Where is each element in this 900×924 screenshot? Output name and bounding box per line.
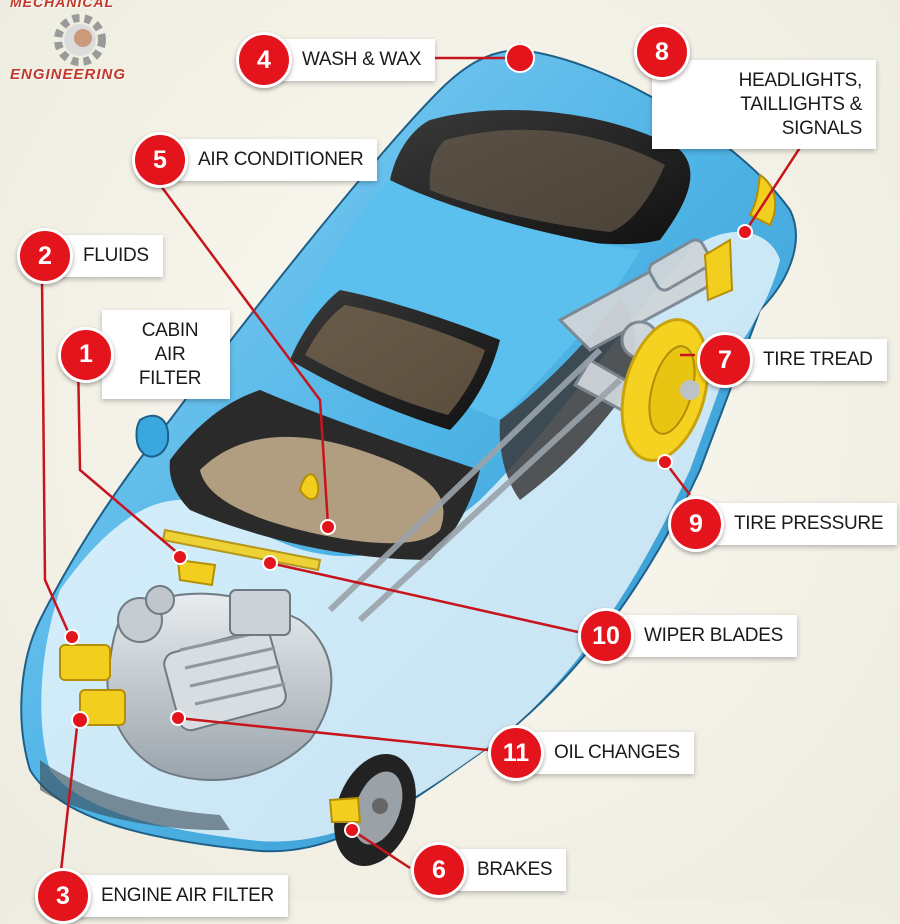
callout-5: 5 AIR CONDITIONER [132,132,378,188]
callout-badge: 3 [35,868,91,924]
callout-label: TIRE TREAD [741,339,887,381]
leader-line-10 [269,561,579,634]
logo-top-text: MECHANICAL [10,0,115,10]
leader-line-5 [156,181,330,526]
callout-label: FLUIDS [61,235,163,277]
side-mirror [135,414,170,458]
gear-icon [54,14,106,66]
callout-label: AIR CONDITIONER [176,139,378,181]
callout-badge: 10 [578,608,634,664]
front-grille [40,760,230,831]
callout-label: WIPER BLADES [622,615,797,657]
callout-badge: 1 [58,326,114,383]
leader-line-3 [58,717,80,881]
callout-8: 8 HEADLIGHTS, TAILLIGHTS & SIGNALS [634,24,876,150]
callout-label: WASH & WAX [280,39,436,81]
callout-badge: 6 [411,842,467,898]
callout-badge: 8 [634,24,690,80]
callout-7: 7 TIRE TREAD [697,332,887,388]
connection-dots [64,43,753,838]
callout-label: TIRE PRESSURE [712,503,898,545]
callout-label: OIL CHANGES [532,732,694,774]
callout-label: ENGINE AIR FILTER [79,875,288,917]
callout-1: 1 CABIN AIR FILTER [58,310,230,400]
leader-line-2 [40,277,72,637]
logo-bottom-text: ENGINEERING [10,66,127,83]
callout-4: 4 WASH & WAX [236,32,436,88]
callout-label: BRAKES [455,849,567,891]
callout-6: 6 BRAKES [411,842,567,898]
callout-11: 11 OIL CHANGES [488,725,694,781]
car-illustration [20,43,820,881]
front-wheel [334,753,416,867]
callout-badge: 9 [668,496,724,552]
leader-lines [40,56,820,881]
callout-3: 3 ENGINE AIR FILTER [35,868,288,924]
highlight-parts [59,173,777,823]
brand-logo: MECHANICAL ENGINEERING [0,0,185,90]
callout-badge: 2 [17,228,73,284]
engine [106,585,333,781]
driveshaft [327,347,623,623]
callout-9: 9 TIRE PRESSURE [668,496,898,552]
callout-label: CABIN AIR FILTER [102,310,230,400]
callout-2: 2 FLUIDS [17,228,163,284]
callout-badge: 11 [488,725,544,781]
callout-badge: 5 [132,132,188,188]
callout-badge: 4 [236,32,292,88]
callout-label: HEADLIGHTS, TAILLIGHTS & SIGNALS [652,60,876,150]
callout-10: 10 WIPER BLADES [578,608,797,664]
leader-line-1 [76,359,181,556]
leader-line-11 [177,716,489,752]
side-window [499,300,635,500]
leader-line-6 [351,828,411,870]
callout-badge: 7 [697,332,753,388]
